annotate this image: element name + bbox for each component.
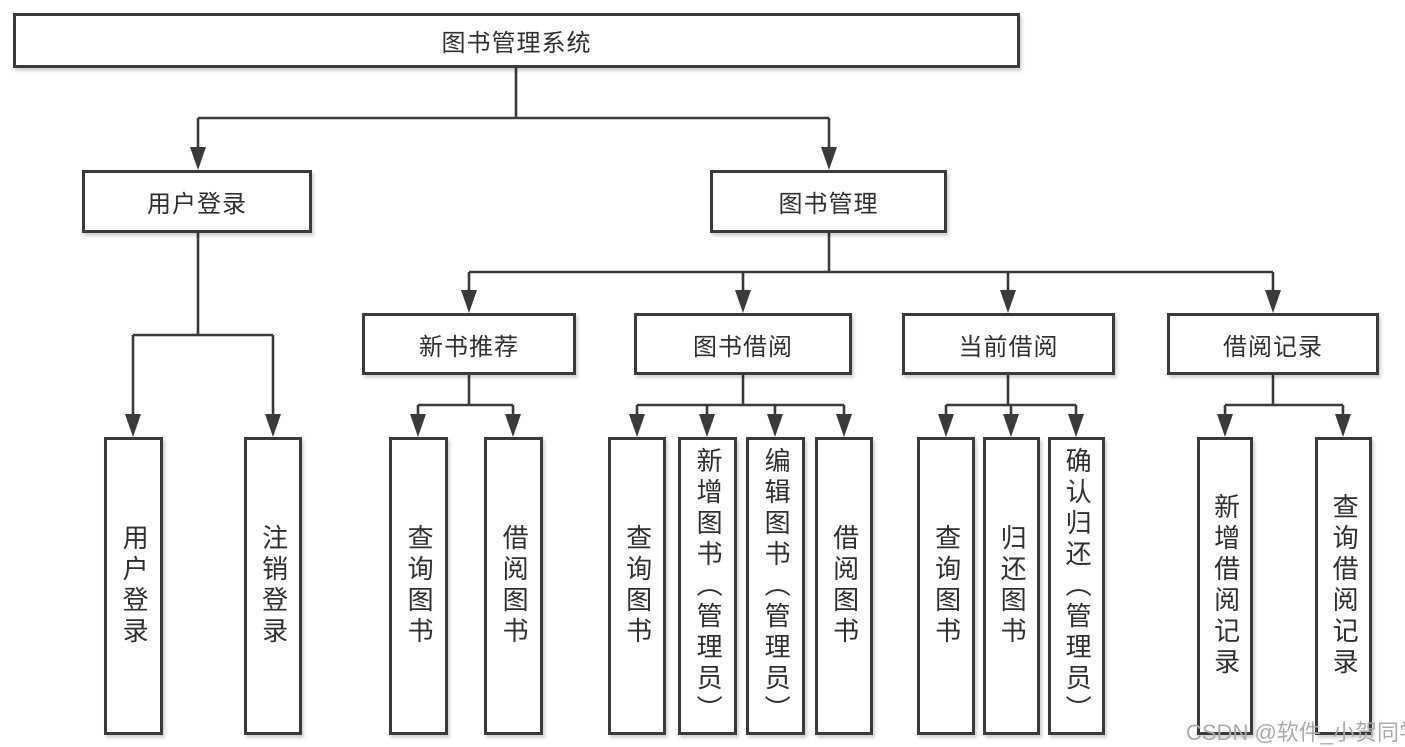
leaf-return-books: 归还图书 — [983, 437, 1040, 735]
node-label: 当前借阅 — [958, 333, 1059, 361]
leaf-label: 借阅图书 — [499, 524, 530, 648]
leaf-borrow-books-recommend: 借阅图书 — [484, 437, 543, 735]
leaf-label: 编辑图书（管理员） — [761, 446, 792, 726]
leaf-confirm-return-admin: 确认归还（管理员） — [1048, 437, 1105, 735]
leaf-label: 注销登录 — [258, 524, 289, 648]
leaf-query-books-recommend: 查询图书 — [389, 437, 448, 735]
leaf-label: 新增借阅记录 — [1210, 493, 1241, 679]
node-library-system: 图书管理系统 — [13, 13, 1020, 68]
leaf-label: 借阅图书 — [829, 524, 860, 648]
node-borrow-records: 借阅记录 — [1167, 313, 1379, 375]
leaf-borrow-books: 借阅图书 — [815, 437, 873, 735]
leaf-query-borrow-record: 查询借阅记录 — [1315, 437, 1372, 735]
node-label: 图书借阅 — [693, 333, 793, 361]
leaf-label: 查询图书 — [622, 524, 653, 648]
leaf-label: 新增图书（管理员） — [693, 446, 724, 726]
leaf-label: 查询图书 — [404, 524, 435, 648]
leaf-add-books-admin: 新增图书（管理员） — [678, 437, 737, 735]
leaf-edit-books-admin: 编辑图书（管理员） — [746, 437, 805, 735]
node-label: 图书管理系统 — [441, 30, 592, 57]
node-book-borrow: 图书借阅 — [634, 313, 852, 375]
node-label: 新书推荐 — [419, 333, 519, 361]
leaf-label: 用户登录 — [119, 524, 150, 648]
node-label: 图书管理 — [778, 191, 879, 218]
csdn-watermark: CSDN @软件_小贺同学 — [1186, 720, 1405, 745]
node-label: 用户登录 — [147, 191, 247, 218]
leaf-label: 查询借阅记录 — [1329, 493, 1360, 679]
leaf-query-books-borrow: 查询图书 — [608, 437, 666, 735]
leaf-user-login: 用户登录 — [104, 437, 163, 735]
leaf-add-borrow-record: 新增借阅记录 — [1197, 437, 1253, 735]
leaf-logout: 注销登录 — [244, 437, 302, 735]
node-book-management: 图书管理 — [710, 170, 947, 233]
leaf-label: 归还图书 — [997, 524, 1028, 648]
node-current-borrow: 当前借阅 — [902, 313, 1115, 375]
leaf-query-books-current: 查询图书 — [917, 437, 975, 735]
leaf-label: 查询图书 — [931, 524, 962, 648]
node-label: 借阅记录 — [1223, 333, 1323, 361]
leaf-label: 确认归还（管理员） — [1062, 446, 1093, 726]
node-user-login: 用户登录 — [82, 170, 312, 233]
node-new-book-recommend: 新书推荐 — [362, 313, 576, 375]
